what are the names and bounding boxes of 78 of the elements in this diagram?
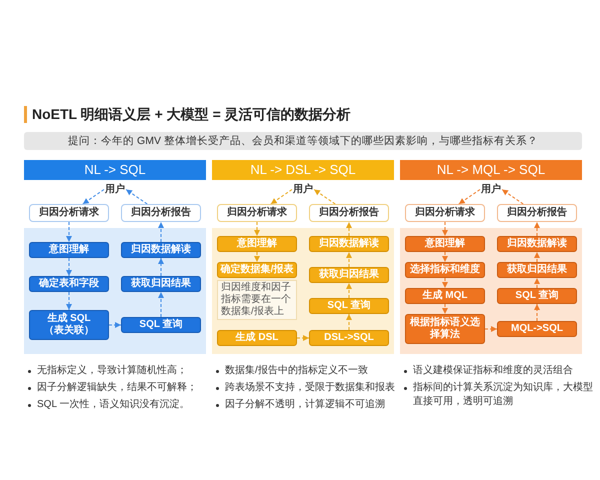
- dashed-arrow: [66, 222, 72, 242]
- process-box: 生成 MQL: [405, 288, 485, 304]
- bullet-text: SQL 一次性，语义知识没有沉淀。: [37, 398, 190, 412]
- process-box: 根据指标语义选择算法: [405, 314, 485, 344]
- method-header: NL -> DSL -> SQL: [212, 160, 394, 180]
- dashed-arrow: [534, 278, 540, 288]
- dashed-arrow: [82, 189, 104, 204]
- title: NoETL 明细语义层 + 大模型 = 灵活可信的数据分析: [32, 105, 351, 124]
- bullet-text: 无指标定义，导致计算随机性高；: [37, 364, 187, 378]
- dashed-arrow: [502, 189, 524, 204]
- bullet-text: 数据集/报告中的指标定义不一致: [225, 364, 368, 378]
- process-box: 归因分析请求: [29, 204, 109, 222]
- user-label: 用户: [480, 183, 502, 196]
- user-label: 用户: [292, 183, 314, 196]
- dashed-arrow: [158, 258, 164, 276]
- bullet-text: 指标间的计算关系沉淀为知识库，大模型直接可用，透明可追溯: [413, 381, 594, 409]
- bullet-text: 语义建模保证指标和维度的灵活组合: [413, 364, 573, 378]
- process-box: SQL 查询: [309, 298, 389, 314]
- bullet-text: 因子分解不透明，计算逻辑不可追溯: [225, 398, 385, 412]
- dashed-arrow: [314, 189, 336, 204]
- dashed-arrow: [442, 252, 448, 262]
- process-box: 生成 DSL: [217, 330, 297, 346]
- box-label: 生成 SQL: [47, 313, 91, 324]
- dashed-arrow: [442, 304, 448, 314]
- dashed-arrow: [126, 189, 148, 204]
- dashed-arrow: [296, 335, 310, 341]
- process-box: 意图理解: [217, 236, 297, 252]
- process-box: 归因分析请求: [405, 204, 485, 222]
- dashed-arrow: [484, 326, 498, 332]
- dashed-arrow: [346, 252, 352, 268]
- process-box: DSL->SQL: [309, 330, 389, 346]
- process-box: 归因数据解读: [309, 236, 389, 252]
- panel-background: [400, 228, 582, 354]
- process-box: 归因数据解读: [121, 242, 201, 258]
- user-label: 用户: [104, 183, 126, 196]
- dashed-arrow: [270, 189, 292, 204]
- question-banner: 提问：今年的 GMV 整体增长受产品、会员和渠道等领域下的哪些因素影响，与哪些指标有关系？: [24, 132, 582, 150]
- process-box: 归因分析报告: [497, 204, 577, 222]
- dashed-arrow: [66, 292, 72, 310]
- panel-background: [212, 228, 394, 354]
- process-box: 获取归因结果: [309, 267, 389, 283]
- method-header: NL -> MQL -> SQL: [400, 160, 582, 180]
- dashed-arrow: [534, 304, 540, 322]
- process-box: 归因分析请求: [217, 204, 297, 222]
- dashed-arrow: [346, 222, 352, 236]
- dashed-arrow: [442, 278, 448, 288]
- bullet-text: 因子分解逻辑缺失，结果不可解释；: [37, 381, 197, 395]
- process-box: 意图理解: [29, 242, 109, 258]
- dashed-arrow: [66, 258, 72, 276]
- process-box: SQL 查询: [121, 317, 201, 333]
- dashed-arrow: [158, 292, 164, 318]
- method-header: NL -> SQL: [24, 160, 206, 180]
- dashed-arrow: [158, 222, 164, 242]
- process-box: MQL->SQL: [497, 321, 577, 337]
- dashed-arrow: [346, 314, 352, 330]
- process-box: 意图理解: [405, 236, 485, 252]
- process-box: 归因分析报告: [309, 204, 389, 222]
- note-box: 归因维度和因子指标需要在一个数据集/报表上: [217, 280, 297, 320]
- dashed-arrow: [534, 222, 540, 236]
- process-box: 获取归因结果: [121, 276, 201, 292]
- process-box: 确定数据集/报表: [217, 262, 297, 278]
- dashed-arrow: [254, 222, 260, 236]
- process-box: 获取归因结果: [497, 262, 577, 278]
- box-sublabel: （表关联）: [44, 325, 94, 337]
- process-box: 选择指标和维度: [405, 262, 485, 278]
- process-box: [29, 310, 109, 340]
- dashed-arrow: [108, 322, 122, 328]
- process-box: 归因分析报告: [121, 204, 201, 222]
- process-box: 确定表和字段: [29, 276, 109, 292]
- dashed-arrow: [458, 189, 480, 204]
- dashed-arrow: [534, 252, 540, 262]
- bullet-text: 跨表场景不支持，受限于数据集和报表: [225, 381, 395, 395]
- process-box: SQL 查询: [497, 288, 577, 304]
- process-box: 归因数据解读: [497, 236, 577, 252]
- panel-background: [24, 228, 206, 354]
- dashed-arrow: [442, 222, 448, 236]
- dashed-arrow: [346, 282, 352, 298]
- dashed-arrow: [254, 252, 260, 262]
